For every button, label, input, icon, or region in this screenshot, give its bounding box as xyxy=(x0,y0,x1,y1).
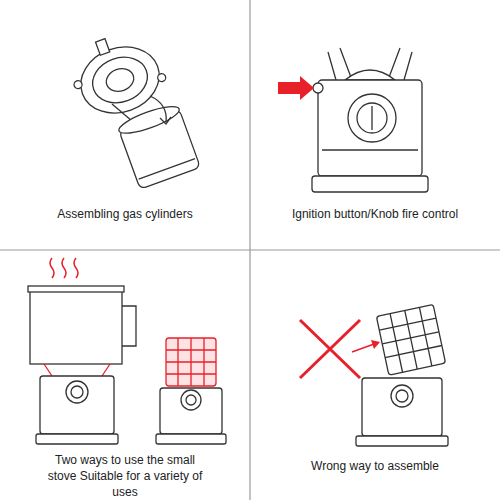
pointer-arrow xyxy=(352,344,374,352)
steam-lines xyxy=(50,258,78,278)
stove-drawing xyxy=(156,388,226,444)
pointer-arrow xyxy=(371,340,380,349)
wrong-cross xyxy=(300,320,360,378)
burner-head xyxy=(166,338,216,386)
rotation-arrow xyxy=(150,96,166,122)
stove-drawing xyxy=(36,364,118,444)
caption: Wrong way to assemble xyxy=(260,458,490,474)
caption: Assembling gas cylinders xyxy=(10,206,240,222)
stove-drawing xyxy=(356,378,448,446)
caption: Two ways to use the small stove Suitable… xyxy=(40,452,210,500)
divider xyxy=(0,249,500,250)
stove-drawing xyxy=(312,48,428,192)
burner-head xyxy=(376,304,445,375)
pot-drawing xyxy=(28,286,136,364)
pointer-arrow xyxy=(278,76,314,100)
caption: Ignition button/Knob fire control xyxy=(260,206,490,222)
gas-cylinder-drawing xyxy=(116,101,200,189)
rotation-arrow xyxy=(160,117,171,124)
